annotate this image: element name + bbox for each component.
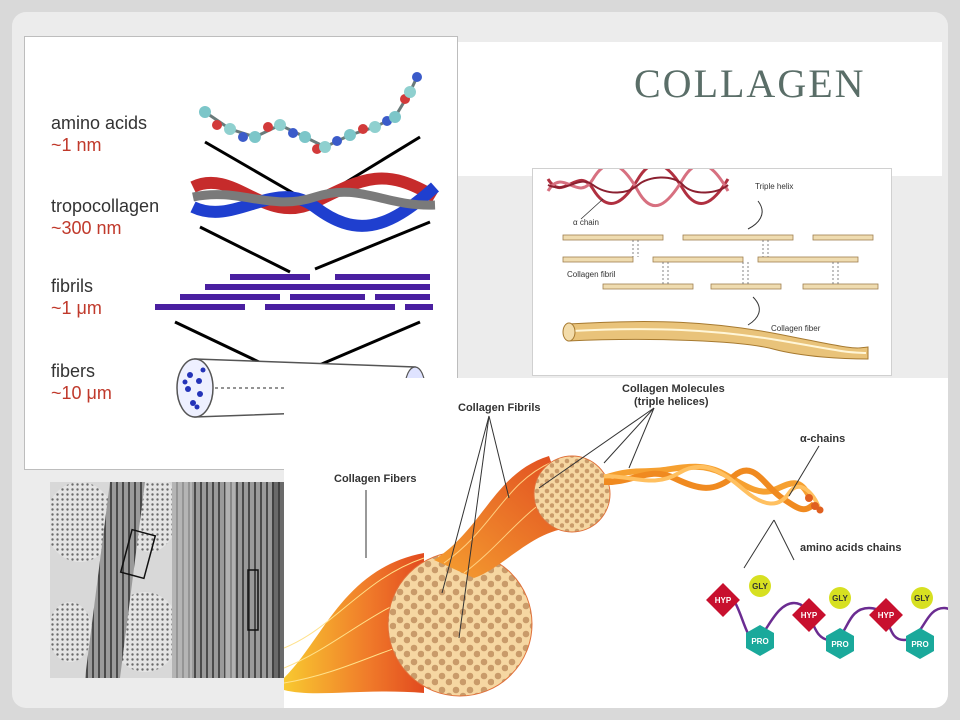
level-label-amino-acids: amino acids	[51, 113, 147, 133]
collagen-fibril-illustration	[434, 455, 611, 578]
level-label-fibrils: fibrils	[51, 276, 93, 296]
label-triple-helices: (triple helices)	[634, 396, 709, 408]
triple-helix-illustration	[546, 169, 730, 207]
tropocollagen-ribbon-illustration	[190, 172, 440, 232]
residue-gly-2: GLY	[829, 587, 851, 609]
fiber-structure-panel: HYP GLY PRO HYP GLY PRO HYP GLY PRO Coll…	[284, 378, 948, 708]
residue-pro-3: PRO	[906, 628, 934, 659]
label-triple-helix: Triple helix	[755, 182, 793, 191]
fibril-bars-illustration	[155, 274, 433, 310]
residue-hyp-label: HYP	[801, 611, 818, 620]
level-size-fibrils: ~1 μm	[51, 298, 102, 318]
residue-pro-2: PRO	[826, 628, 854, 659]
zoom-line	[204, 140, 301, 199]
fibril-rods-illustration	[562, 234, 879, 290]
leader-line	[580, 198, 604, 220]
cross-links	[632, 240, 839, 284]
electron-micrograph-panel	[50, 482, 312, 678]
triple-helix-illustration	[603, 463, 824, 514]
leader-lines	[365, 407, 820, 639]
residue-hyp-3: HYP	[869, 598, 903, 632]
zoom-line	[309, 320, 421, 371]
level-label-fibers: fibers	[51, 361, 95, 381]
label-alpha-chain: α chain	[573, 218, 599, 227]
label-amino-acids-chains: amino acids chains	[800, 542, 901, 554]
label-collagen-fibrils: Collagen Fibrils	[458, 402, 541, 414]
zoom-line	[314, 220, 431, 271]
level-size-tropocollagen: ~300 nm	[51, 218, 122, 238]
amino-acid-molecule-illustration	[199, 72, 422, 154]
residue-pro-label: PRO	[911, 640, 928, 649]
arrow-down	[747, 296, 760, 326]
slide: COLLAGEN	[12, 12, 948, 708]
residue-pro-label: PRO	[831, 640, 848, 649]
residue-gly-3: GLY	[911, 587, 933, 609]
residue-hyp-label: HYP	[878, 611, 895, 620]
residue-hyp-1: HYP	[706, 583, 740, 617]
level-size-amino-acids: ~1 nm	[51, 135, 102, 155]
zoom-line	[199, 225, 291, 274]
residue-gly-label: GLY	[832, 594, 848, 603]
residue-pro-label: PRO	[751, 637, 768, 646]
slide-title: COLLAGEN	[634, 61, 866, 106]
level-size-fibers: ~10 μm	[51, 383, 112, 403]
label-collagen-fibril: Collagen fibril	[567, 270, 616, 279]
collagen-fiber-illustration	[562, 321, 869, 360]
residue-pro-1: PRO	[746, 625, 774, 656]
residue-hyp-label: HYP	[715, 596, 732, 605]
label-collagen-fiber: Collagen fiber	[771, 324, 821, 333]
residue-gly-1: GLY	[749, 575, 771, 597]
residue-gly-label: GLY	[914, 594, 930, 603]
collagen-fiber-illustration	[284, 551, 533, 697]
label-collagen-fibers: Collagen Fibers	[334, 473, 417, 485]
label-collagen-molecules: Collagen Molecules	[622, 383, 725, 395]
triple-helix-panel: Triple helix α chain	[532, 168, 892, 376]
arrow-down	[747, 200, 763, 230]
title-bar	[442, 42, 942, 176]
residue-gly-label: GLY	[752, 582, 768, 591]
level-label-tropocollagen: tropocollagen	[51, 196, 159, 216]
label-alpha-chains: α-chains	[800, 433, 845, 445]
micrograph-cross-section	[50, 482, 180, 678]
